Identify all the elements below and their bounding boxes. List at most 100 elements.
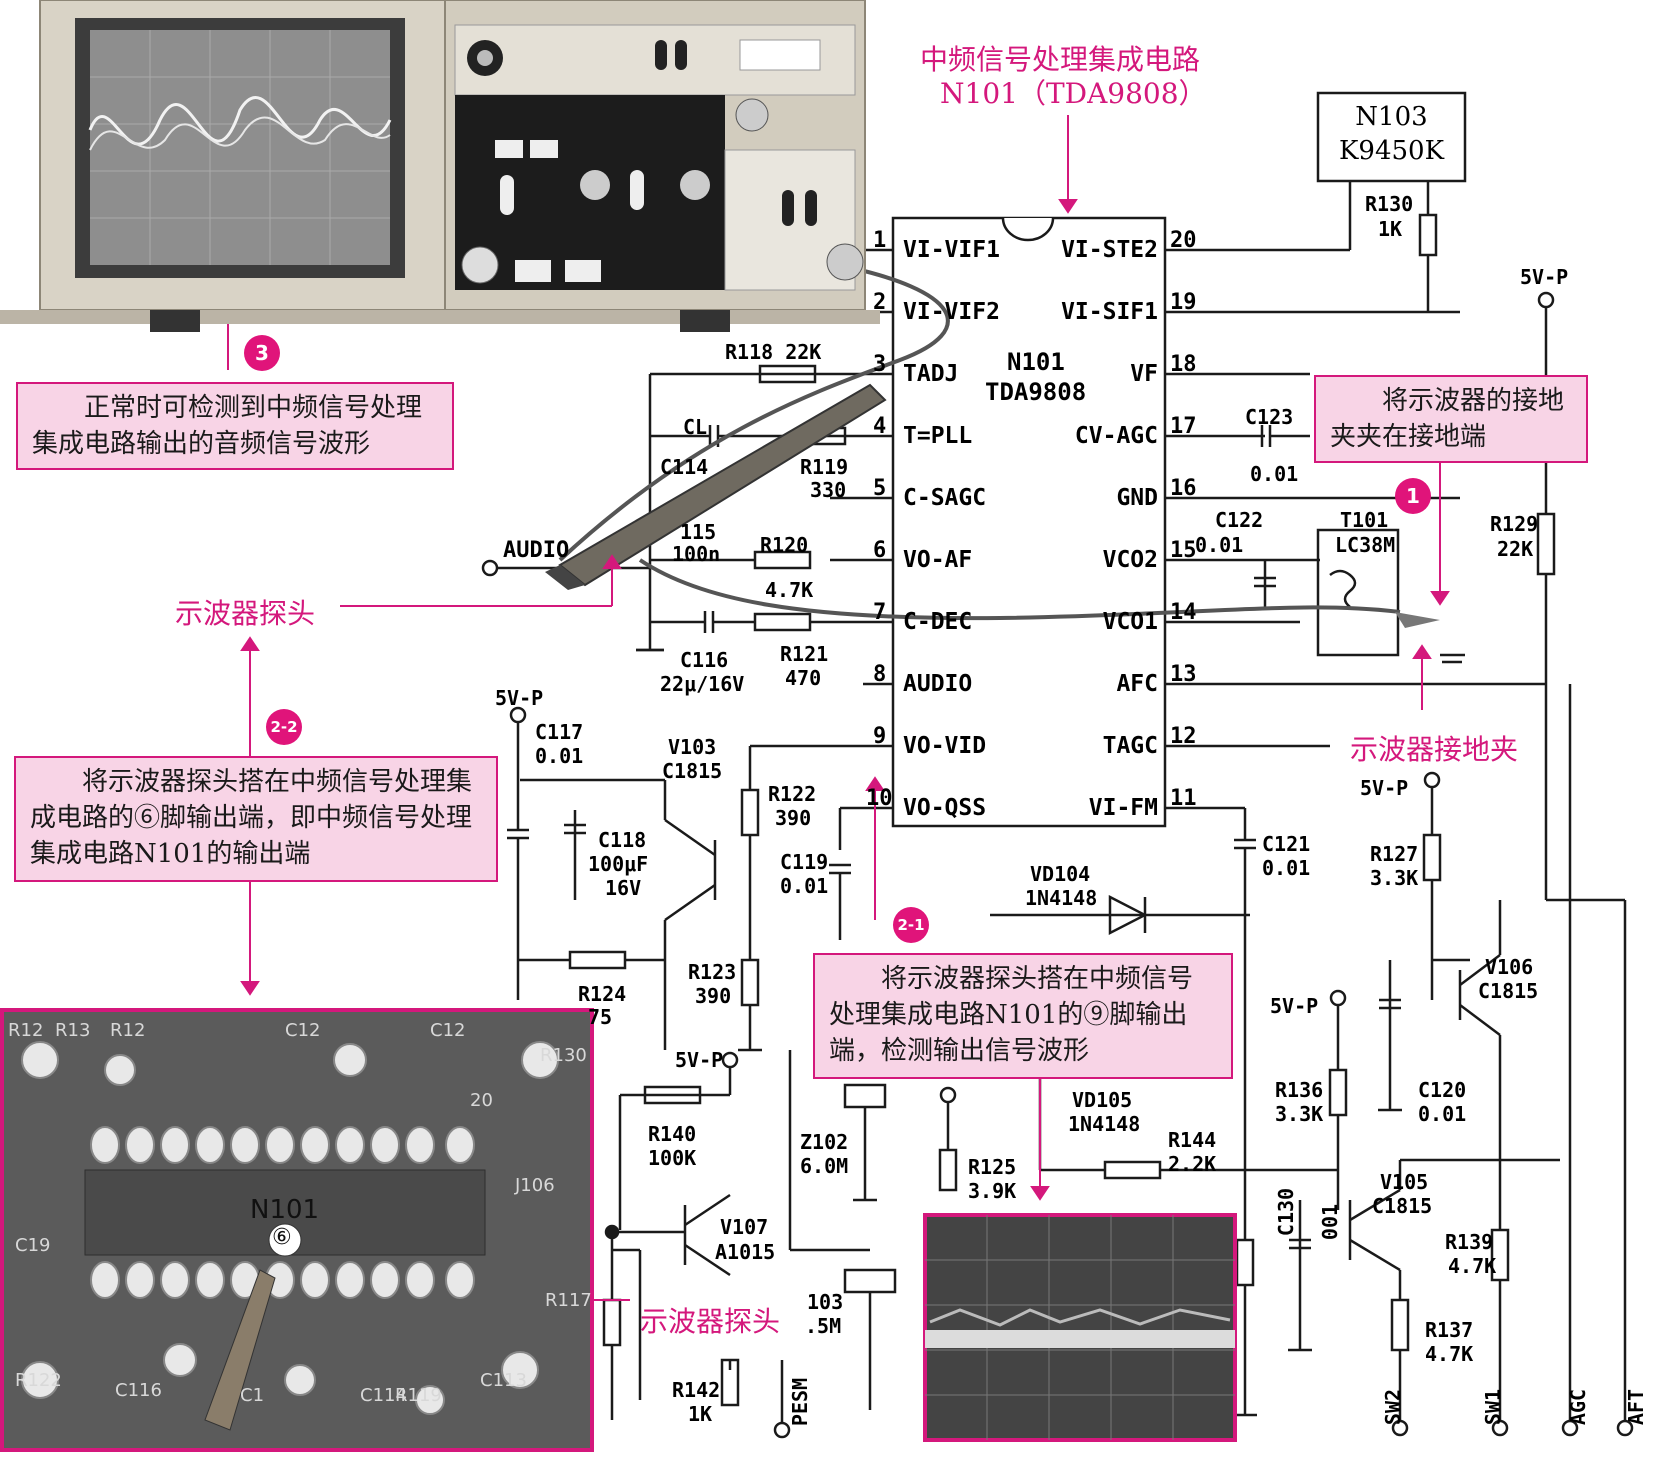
comp-v105: V105	[1380, 1170, 1429, 1194]
ic-pin-number: 20	[1170, 228, 1197, 253]
comp-v105-value: C1815	[1372, 1194, 1433, 1218]
ic-pin-name: VCO2	[1102, 547, 1158, 573]
pcb-silk-label: C19	[15, 1235, 51, 1256]
pcb-silk-label: R130	[540, 1045, 587, 1066]
ic-pin-number: 9	[873, 724, 887, 749]
comp-r144: R144	[1168, 1128, 1217, 1152]
ic-pin-name: TADJ	[903, 361, 959, 387]
comp-v107: V107	[720, 1215, 769, 1239]
ic-pin-number: 10	[866, 786, 893, 811]
terminal-aft: AFT	[1624, 1388, 1649, 1426]
comp-c123-value: 0.01	[1250, 462, 1299, 486]
comp-c130: C130	[1274, 1187, 1299, 1237]
ic-pin-name: AFC	[1116, 671, 1158, 697]
ic-pin-name: VI-SIF1	[1061, 299, 1158, 325]
comp-r127-value: 3.3K	[1370, 866, 1419, 890]
pcb-ic-label: N101	[250, 1195, 320, 1225]
comp-r137-value: 4.7K	[1425, 1342, 1474, 1366]
comp-r139-value: 4.7K	[1448, 1254, 1497, 1278]
annotation-step3: 正常时可检测到中频信号处理集成电路输出的音频信号波形	[16, 382, 454, 470]
pcb-silk-label: R12	[110, 1020, 146, 1041]
ic-pin-name: TAGC	[1102, 733, 1158, 759]
comp-vd104-value: 1N4148	[1025, 886, 1098, 910]
ic-pin-name: VO-AF	[903, 547, 973, 573]
comp-r140: R140	[648, 1122, 697, 1146]
probe-label-bottom: 示波器探头	[640, 1305, 781, 1338]
n103-box	[1316, 91, 1467, 183]
pcb-silk-label: 20	[470, 1090, 493, 1111]
comp-r123: R123	[688, 960, 737, 984]
comp-r142: R142	[672, 1378, 721, 1402]
comp-c115: 115	[680, 520, 717, 544]
comp-c119-value: 0.01	[780, 874, 829, 898]
power-label-left: 5V-P	[495, 686, 544, 710]
ic-pin-name: VI-VIF2	[903, 299, 1000, 325]
ic-pin-name: VCO1	[1102, 609, 1158, 635]
power-label-r127: 5V-P	[1360, 776, 1409, 800]
pcb-silk-label: R119	[395, 1385, 442, 1406]
comp-r120-value: 4.7K	[765, 578, 814, 602]
ic-pin-number: 3	[873, 352, 887, 377]
pcb-silk-label: J106	[515, 1175, 555, 1196]
comp-r144-value: 2.2K	[1168, 1152, 1217, 1176]
comp-c121-value: 0.01	[1262, 856, 1311, 880]
n103-name: N103	[1355, 102, 1428, 132]
comp-t101-value: LC38M	[1335, 533, 1396, 557]
pcb-silk-label: C116	[115, 1380, 162, 1401]
ic-pin-name: VI-STE2	[1061, 237, 1158, 263]
step-badge-1: 1	[1395, 478, 1431, 514]
comp-c118-voltage: 16V	[605, 876, 642, 900]
pcb-silk-label: R12	[8, 1020, 44, 1041]
n103-part: K9450K	[1338, 136, 1444, 166]
pcb-silk-label: R13	[55, 1020, 91, 1041]
comp-c117: C117	[535, 720, 584, 744]
comp-c117-value: 0.01	[535, 744, 584, 768]
ic-pin-name: VF	[1130, 361, 1158, 387]
comp-v103: V103	[668, 735, 717, 759]
pcb-silk-label: C12	[285, 1020, 321, 1041]
ic-part: TDA9808	[985, 378, 1087, 406]
probe-body	[558, 383, 887, 587]
comp-r121-value: 470	[785, 666, 822, 690]
ic-pin-number: 18	[1170, 352, 1197, 377]
ic-pin-number: 13	[1170, 662, 1197, 687]
ic-pin-name: VI-FM	[1088, 795, 1158, 821]
comp-c121: C121	[1262, 832, 1311, 856]
terminal-sw2: SW2	[1381, 1388, 1406, 1426]
ic-pin-number: 6	[873, 538, 887, 563]
comp-c118: C118	[598, 828, 647, 852]
power-label-r140: 5V-P	[675, 1048, 724, 1072]
comp-r139: R139	[1445, 1230, 1494, 1254]
comp-r123-value: 390	[695, 984, 732, 1008]
ic-pin-number: 8	[873, 662, 887, 687]
annotation-step1: 将示波器的接地夹夹在接地端	[1314, 375, 1588, 463]
ic-pin-name: VO-QSS	[903, 795, 987, 821]
waveform-screen	[923, 1213, 1237, 1442]
comp-v106-value: C1815	[1478, 979, 1539, 1003]
pcb-silk-label: C12	[430, 1020, 466, 1041]
terminal-agc: AGC	[1566, 1388, 1591, 1426]
comp-c119: C119	[780, 850, 829, 874]
comp-z102-value: 6.0M	[800, 1154, 849, 1178]
comp-r124-value: 75	[588, 1005, 613, 1029]
ground-clip-label: 示波器接地夹	[1350, 733, 1519, 766]
ic-pin-number: 14	[1170, 600, 1197, 625]
comp-r127: R127	[1370, 842, 1419, 866]
comp-z103-value: .5M	[805, 1314, 842, 1338]
title-line2: N101（TDA9808）	[940, 77, 1207, 110]
pcb-silk-label: C1	[240, 1385, 265, 1406]
ic-pin-number: 11	[1170, 786, 1197, 811]
comp-c118-value: 100μF	[588, 852, 649, 876]
comp-v103-value: C1815	[662, 759, 723, 783]
n103-label: N103 K9450K	[1318, 100, 1465, 168]
comp-z102: Z102	[800, 1130, 849, 1154]
ic-pin-number: 15	[1170, 538, 1197, 563]
comp-r118: R118 22K	[725, 340, 822, 364]
comp-r142-value: 1K	[688, 1402, 713, 1426]
ic-pin-number: 12	[1170, 724, 1197, 749]
comp-c114: C114	[660, 455, 709, 479]
comp-vd105: VD105	[1072, 1088, 1133, 1112]
comp-vd105-value: 1N4148	[1068, 1112, 1141, 1136]
terminal-audio: AUDIO	[503, 538, 570, 563]
comp-v106: V106	[1485, 955, 1534, 979]
